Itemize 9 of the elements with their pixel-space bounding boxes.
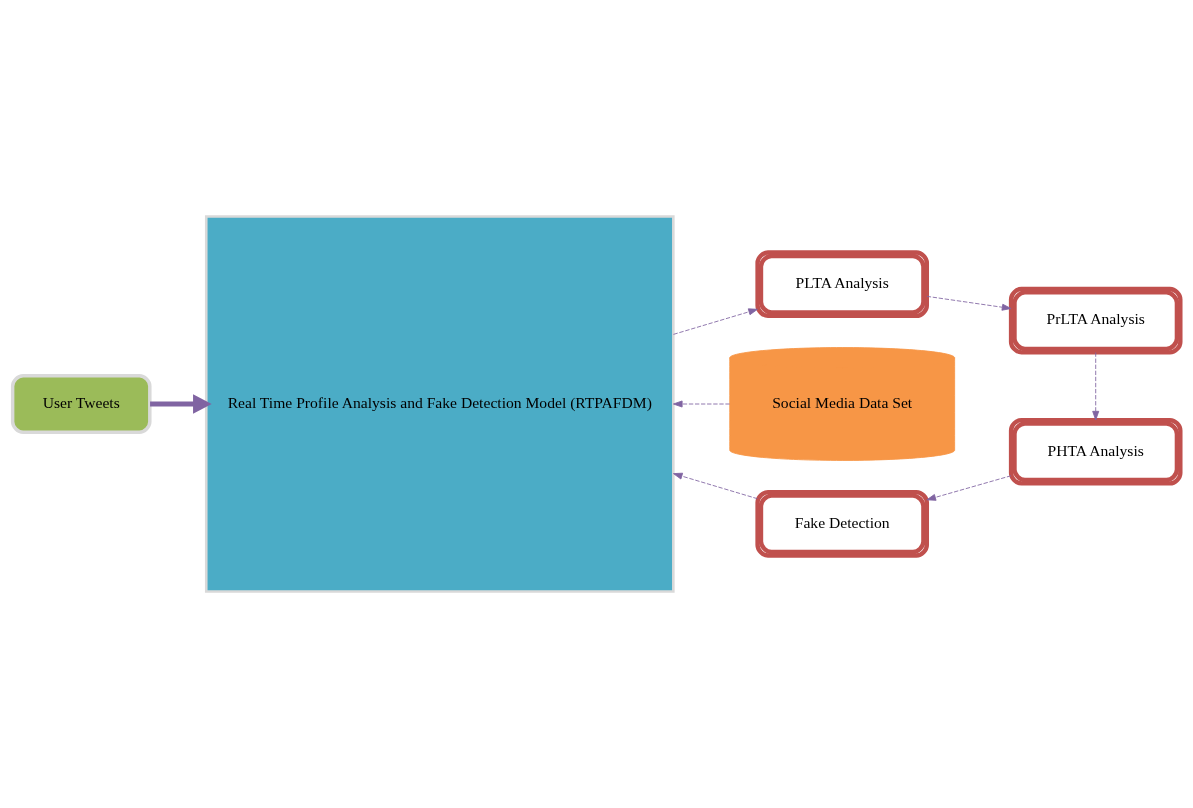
node-box: Real Time Profile Analysis and Fake Detection Model (RTPAFDM) [204, 215, 675, 593]
arrow [150, 394, 212, 414]
arrow [926, 295, 1012, 311]
arrow [673, 472, 758, 500]
arrow [926, 475, 1012, 501]
arrow [1092, 352, 1100, 421]
arrow [673, 308, 758, 335]
arrow [673, 400, 731, 408]
node-box: User Tweets [10, 374, 152, 434]
